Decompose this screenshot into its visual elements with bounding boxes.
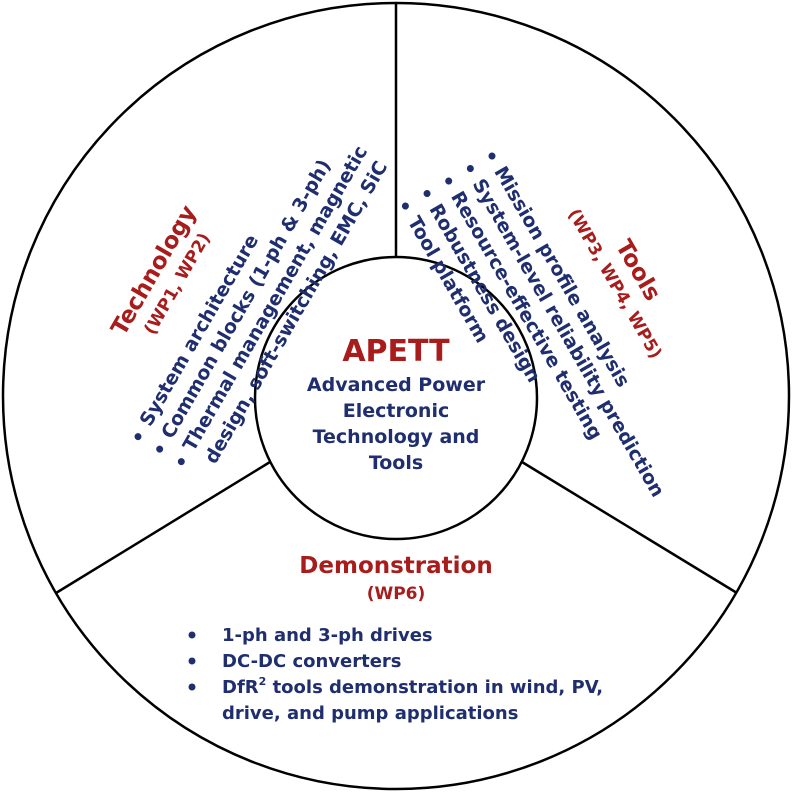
bullet bbox=[188, 631, 196, 639]
center-circle bbox=[253, 255, 539, 541]
bullet bbox=[401, 202, 409, 210]
demonstration-item-3-cont: drive, and pump applications bbox=[222, 703, 518, 724]
divider-right bbox=[521, 460, 738, 595]
bullet bbox=[177, 458, 185, 466]
demonstration-item-1: 1-ph and 3-ph drives bbox=[222, 625, 433, 646]
center-title: APETT bbox=[342, 334, 450, 369]
center-line-3: Technology and bbox=[313, 426, 480, 448]
dfr-superscript: 2 bbox=[259, 675, 267, 688]
bullet bbox=[423, 190, 431, 198]
bullet bbox=[188, 657, 196, 665]
bullet bbox=[188, 683, 196, 691]
bullet bbox=[488, 152, 496, 160]
dfr-suffix: tools demonstration in wind, PV, bbox=[266, 677, 603, 698]
demonstration-title: Demonstration bbox=[299, 553, 492, 579]
demonstration-item-3: DfR2 tools demonstration in wind, PV, bbox=[222, 675, 603, 698]
demonstration-section: Demonstration (WP6) 1-ph and 3-ph drives… bbox=[188, 553, 603, 724]
demonstration-item-2: DC-DC converters bbox=[222, 651, 402, 672]
divider-left bbox=[55, 460, 271, 595]
bullet bbox=[156, 445, 164, 453]
bullet bbox=[445, 177, 453, 185]
demonstration-subtitle: (WP6) bbox=[367, 584, 426, 604]
bullet bbox=[466, 165, 474, 173]
center-line-4: Tools bbox=[369, 452, 423, 474]
center-line-1: Advanced Power bbox=[307, 374, 486, 396]
bullet bbox=[134, 433, 142, 441]
dfr-prefix: DfR bbox=[222, 677, 259, 698]
center-line-2: Electronic bbox=[343, 400, 449, 422]
